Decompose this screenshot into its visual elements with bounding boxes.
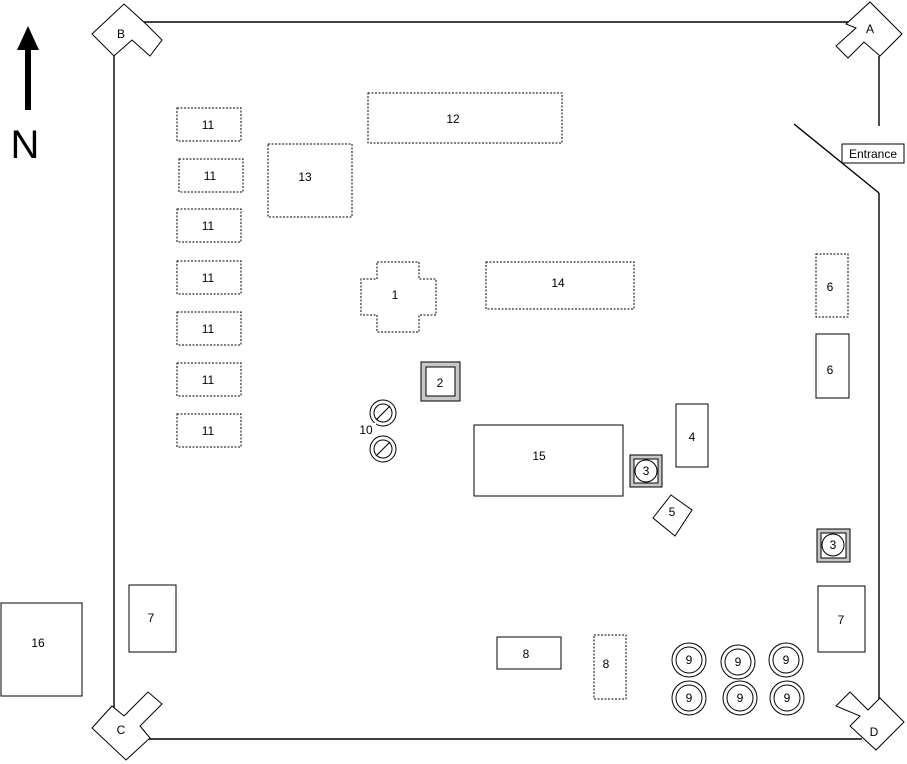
feature-9-group: 9 9 9 9 9 9 (671, 642, 805, 716)
building-11-f-label: 11 (202, 373, 215, 387)
feature-9-e: 9 (722, 680, 758, 716)
north-arrow: N (11, 26, 40, 167)
feature-9-b-label: 9 (735, 655, 742, 669)
tower-3-east: 3 (816, 528, 851, 563)
tower-3-center: 3 (629, 454, 663, 488)
building-11-g-label: 11 (202, 424, 215, 438)
building-11-group (176, 107, 244, 448)
feature-5: 5 (652, 494, 693, 537)
building-11-b (178, 158, 244, 193)
tower-2-label: 2 (437, 376, 444, 390)
building-4-label: 4 (689, 430, 696, 444)
perimeter-wall (113, 21, 880, 740)
feature-9-f-label: 9 (784, 691, 791, 705)
building-7-west-label: 7 (148, 611, 155, 625)
feature-10: 10 (356, 399, 397, 463)
building-15-label: 15 (532, 449, 546, 463)
feature-9-b: 9 (720, 644, 756, 680)
entrance-gate-line (793, 123, 880, 194)
feature-9-a: 9 (671, 642, 707, 678)
building-8-tall-label: 8 (603, 657, 610, 671)
corner-label-b: B (117, 27, 125, 41)
feature-10-label: 10 (359, 423, 373, 437)
tower-3-east-label: 3 (830, 538, 837, 552)
building-8-wide: 8 (496, 636, 562, 670)
building-4: 4 (675, 403, 709, 468)
building-7-west: 7 (128, 584, 177, 653)
building-15: 15 (473, 424, 624, 497)
building-16-label: 16 (31, 636, 45, 650)
building-11-e-label: 11 (202, 322, 215, 336)
feature-5-label: 5 (669, 505, 676, 519)
entrance-label: Entrance (849, 147, 897, 161)
feature-9-e-label: 9 (737, 691, 744, 705)
building-7-east-label: 7 (838, 613, 845, 627)
corner-tower-a: A (835, 1, 903, 59)
feature-9-a-label: 9 (686, 653, 693, 667)
corner-label-c: C (117, 723, 126, 737)
feature-9-d: 9 (671, 680, 707, 716)
building-13-label: 13 (298, 170, 312, 184)
building-6-north: 6 (815, 253, 849, 318)
building-12: 12 (367, 92, 563, 144)
feature-9-d-label: 9 (686, 691, 693, 705)
tower-2: 2 (420, 361, 461, 402)
building-11-a (176, 107, 242, 142)
building-14: 14 (485, 261, 635, 310)
building-6-north-label: 6 (827, 280, 834, 294)
building-11-g (176, 413, 242, 448)
entrance-sign: Entrance (841, 143, 905, 164)
building-11-e (176, 311, 242, 346)
building-11-f (176, 362, 242, 397)
building-12-label: 12 (446, 112, 460, 126)
building-14-label: 14 (551, 276, 565, 290)
building-6-south-label: 6 (827, 363, 834, 377)
feature-9-c: 9 (768, 642, 804, 678)
corner-tower-c: C (91, 691, 163, 761)
north-arrow-shaft (25, 48, 31, 110)
tower-3-center-label: 3 (643, 464, 650, 478)
building-6-south: 6 (815, 333, 850, 399)
building-1-label: 1 (392, 288, 399, 302)
building-11-b-label: 11 (204, 169, 217, 183)
building-11-labels: 11 11 11 11 11 11 11 (202, 118, 217, 438)
corner-label-a: A (866, 22, 874, 36)
building-11-c (176, 208, 242, 243)
building-16: 16 (0, 602, 83, 697)
feature-9-c-label: 9 (783, 653, 790, 667)
corner-label-d: D (870, 725, 879, 739)
building-11-d (176, 260, 242, 295)
building-11-a-label: 11 (202, 118, 215, 132)
corner-tower-b: B (91, 3, 163, 57)
building-8-wide-label: 8 (523, 647, 530, 661)
building-7-east: 7 (817, 585, 866, 653)
corner-tower-d: D (835, 691, 905, 751)
building-8-tall: 8 (593, 634, 627, 700)
building-11-c-label: 11 (202, 219, 215, 233)
north-arrow-head (17, 26, 39, 50)
building-13: 13 (267, 143, 353, 218)
building-1: 1 (360, 261, 437, 333)
feature-9-f: 9 (769, 680, 805, 716)
building-11-d-label: 11 (202, 271, 215, 285)
north-label: N (11, 123, 40, 167)
